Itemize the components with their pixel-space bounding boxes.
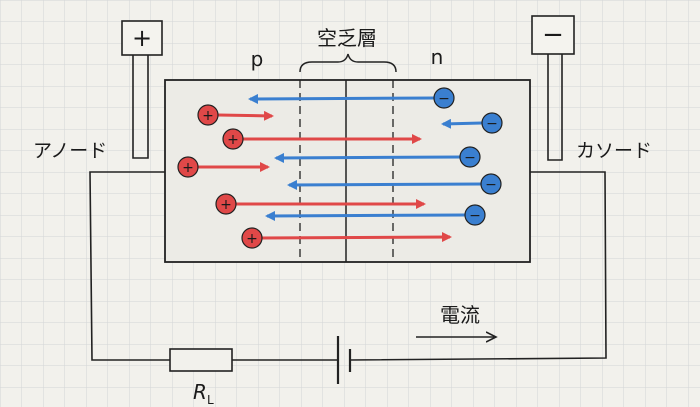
svg-text:−: − bbox=[438, 91, 450, 107]
electron-arrow bbox=[248, 93, 437, 104]
svg-text:+: + bbox=[227, 132, 239, 148]
anode-lead bbox=[132, 55, 149, 159]
cathode-terminal bbox=[531, 15, 575, 161]
electron-arrow bbox=[441, 118, 483, 129]
svg-text:+: + bbox=[246, 231, 258, 247]
hole-carrier: + bbox=[222, 128, 244, 150]
hole-arrow bbox=[259, 232, 452, 243]
hole-carrier: + bbox=[197, 104, 219, 126]
svg-text:−: − bbox=[486, 116, 498, 132]
electron-arrow bbox=[287, 179, 483, 190]
svg-text:−: − bbox=[469, 208, 481, 224]
circuit-wire-left bbox=[89, 171, 170, 361]
current-label: 電流 bbox=[440, 303, 480, 327]
p-region-label: p bbox=[251, 47, 264, 71]
semiconductor-body bbox=[164, 79, 531, 263]
electron-arrow bbox=[274, 152, 463, 163]
electrons: − − − − − bbox=[433, 87, 503, 226]
electron-arrow bbox=[265, 210, 466, 221]
anode-label: アノード bbox=[33, 140, 107, 162]
hole-carrier: + bbox=[177, 156, 199, 178]
depletion-layer-label: 空乏層 bbox=[317, 26, 377, 50]
hole-arrow bbox=[217, 110, 274, 121]
electron-carrier: − bbox=[464, 204, 486, 226]
svg-text:+: + bbox=[202, 108, 214, 124]
external-circuit bbox=[89, 171, 607, 384]
resistor-label: R bbox=[193, 380, 207, 404]
anode-terminal-box bbox=[121, 20, 163, 56]
electron-carrier: − bbox=[459, 146, 481, 168]
pn-junction-block bbox=[164, 53, 531, 263]
electron-carrier: − bbox=[481, 112, 503, 134]
svg-text:−: − bbox=[464, 150, 476, 166]
holes: + + + + + bbox=[177, 104, 263, 249]
hole-carrier: + bbox=[241, 227, 263, 249]
anode-terminal bbox=[121, 20, 163, 159]
cathode-terminal-box bbox=[531, 15, 575, 55]
electron-carrier: − bbox=[433, 87, 455, 109]
electron-carrier: − bbox=[480, 173, 502, 195]
circuit-wire-right bbox=[349, 171, 607, 361]
svg-text:−: − bbox=[485, 177, 497, 193]
cathode-minus-symbol: − bbox=[542, 20, 564, 50]
hole-carrier: + bbox=[215, 193, 237, 215]
svg-text:+: + bbox=[220, 197, 232, 213]
carrier-arrows bbox=[198, 93, 483, 243]
svg-text:+: + bbox=[182, 160, 194, 176]
cathode-label: カソード bbox=[576, 140, 652, 162]
resistor-subscript: L bbox=[207, 393, 214, 407]
load-resistor bbox=[169, 348, 233, 372]
anode-plus-symbol: + bbox=[132, 24, 152, 52]
n-region-label: n bbox=[431, 45, 444, 69]
depletion-brace bbox=[299, 53, 397, 73]
cathode-lead bbox=[547, 54, 563, 161]
